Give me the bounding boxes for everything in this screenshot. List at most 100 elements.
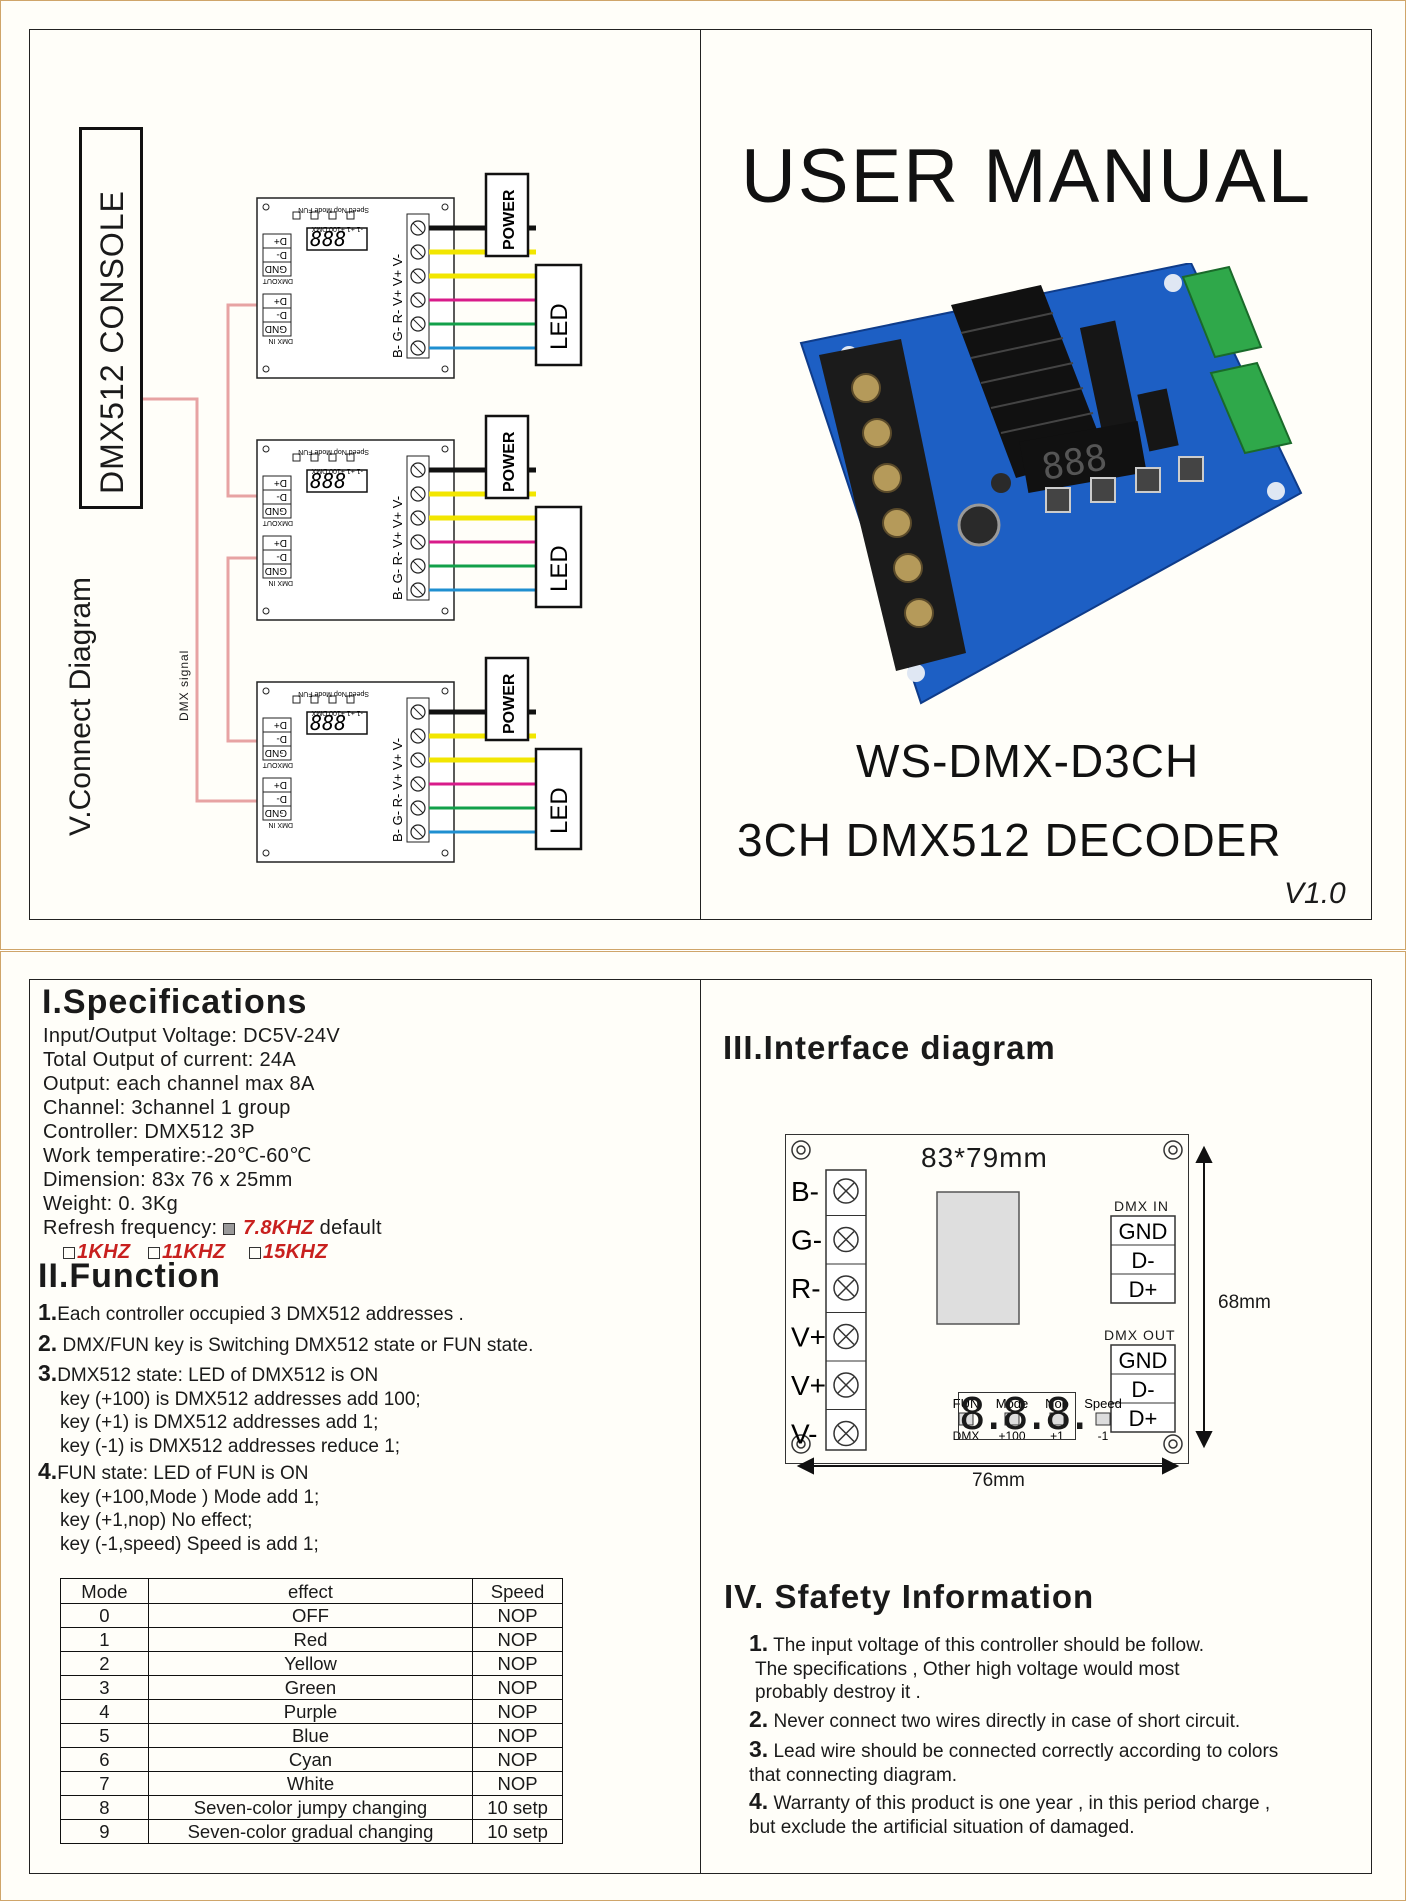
table-cell: NOP [472, 1747, 563, 1772]
mini-key-icon [328, 211, 337, 220]
safety-item: 3. Lead wire should be connected correct… [749, 1736, 1279, 1762]
terminal-label: B- [791, 1176, 819, 1207]
refresh-checkbox [63, 1247, 75, 1259]
led-label: LED [546, 545, 573, 592]
terminal-screw-icon [410, 824, 426, 840]
key-labels: Speed Nop Mode FUN [298, 448, 369, 455]
mount-hole [262, 849, 270, 857]
function-item: 3.DMX512 state: LED of DMX512 is ON [38, 1360, 379, 1386]
table-cell: NOP [472, 1651, 563, 1676]
refresh-label: Refresh frequency: [43, 1217, 218, 1239]
terminal-screw-icon [410, 268, 426, 284]
terminal-screw-icon [833, 1323, 859, 1350]
dmx-out-block [262, 233, 292, 277]
dmx-in-label: DMX IN [269, 337, 294, 344]
power-label: POWER [501, 189, 518, 250]
display-digits: 888 [310, 227, 346, 251]
interface-terminals: B-G-R-V+V+V- [791, 1169, 867, 1451]
mount-hole [441, 203, 449, 211]
capacitor-small [991, 473, 1011, 493]
ic-chip [1079, 320, 1139, 436]
led-box [534, 263, 583, 367]
power-box [484, 414, 530, 500]
key-labels: Speed Nop Mode FUN [298, 690, 369, 697]
terminal-screw-icon [410, 510, 426, 526]
terminal-screw-icon [410, 800, 426, 816]
version-label: V1.0 [1284, 877, 1346, 910]
terminal-screw-icon [410, 728, 426, 744]
key-sub-labels: -1 +1 +100 DMX [311, 225, 363, 232]
table-cell: Yellow [147, 1651, 474, 1676]
dmx-out-label: DMXOUT [262, 761, 293, 768]
power-box [484, 172, 530, 258]
pin-label: D- [276, 491, 287, 502]
signal-wires [143, 303, 269, 803]
terminal-screw-slot [412, 342, 424, 354]
terminal-screw-icon [410, 486, 426, 502]
mini-key-icon [310, 695, 319, 704]
table-cell: 5 [60, 1723, 149, 1748]
spec-divider [700, 980, 701, 1873]
pin-label: D+ [274, 295, 287, 306]
mini-key-icon [310, 453, 319, 462]
function-subitem: key (+100,Mode ) Mode add 1; [60, 1486, 320, 1508]
mount-hole [441, 445, 449, 453]
terminal-cross [837, 1230, 855, 1249]
pin-label: GND [265, 807, 287, 818]
pin-label: D- [276, 793, 287, 804]
mount-hole [262, 445, 270, 453]
pin-label: GND [265, 747, 287, 758]
pin-label: GND [265, 263, 287, 274]
terminal-screw-icon [410, 292, 426, 308]
terminal-screw-icon [410, 704, 426, 720]
terminal-screw-slot [412, 246, 424, 258]
terminal-screw-icon [833, 1178, 859, 1204]
key-button-icon [958, 1412, 974, 1426]
terminal-screw-slot [412, 802, 424, 814]
power-label: POWER [501, 673, 518, 734]
spec-line: Controller: DMX512 3P [43, 1121, 255, 1143]
mini-key-icon [346, 695, 355, 704]
mini-key-icon [328, 453, 337, 462]
pin-label: D- [276, 733, 287, 744]
pin-block [1110, 1344, 1176, 1433]
safety-item-cont: probably destroy it . [755, 1682, 921, 1703]
table-cell: 9 [60, 1819, 149, 1844]
mount-hole [441, 687, 449, 695]
mini-key-icon [328, 695, 337, 704]
safety-item-cont: but exclude the artificial situation of … [749, 1816, 1135, 1838]
mini-key-icon [292, 695, 301, 704]
table-cell: 2 [60, 1651, 149, 1676]
push-buttons [1045, 456, 1204, 513]
mini-key-icon [292, 211, 301, 220]
dmx-out-block [262, 717, 292, 761]
spec-line: Dimension: 83x 76 x 25mm [43, 1169, 293, 1191]
key-button-icon [1095, 1412, 1111, 1426]
spec-sheet: I.Specifications Input/Output Voltage: D… [0, 951, 1406, 1901]
terminal-screw-slot [412, 270, 424, 282]
mini-key-icon [346, 211, 355, 220]
pin-label: D+ [1129, 1277, 1158, 1302]
led-label: LED [546, 303, 573, 350]
capacitor [957, 503, 1001, 547]
terminal-screw-slot [412, 826, 424, 838]
dmx-out-label: DMXOUT [262, 277, 293, 284]
green-connectors [1181, 265, 1293, 455]
mini-key-icon [346, 453, 355, 462]
product-photo: 888 [799, 263, 1303, 705]
table-cell: 6 [60, 1747, 149, 1772]
cover-frame [29, 29, 1372, 920]
pin-label: D+ [274, 537, 287, 548]
safety-item-cont: that connecting diagram. [749, 1764, 958, 1786]
refresh-option: 1KHZ [77, 1241, 131, 1263]
led-box [534, 505, 583, 609]
spec-line: Work temperatire:-20℃-60℃ [43, 1145, 312, 1167]
terminal-label: V+ [791, 1370, 826, 1401]
